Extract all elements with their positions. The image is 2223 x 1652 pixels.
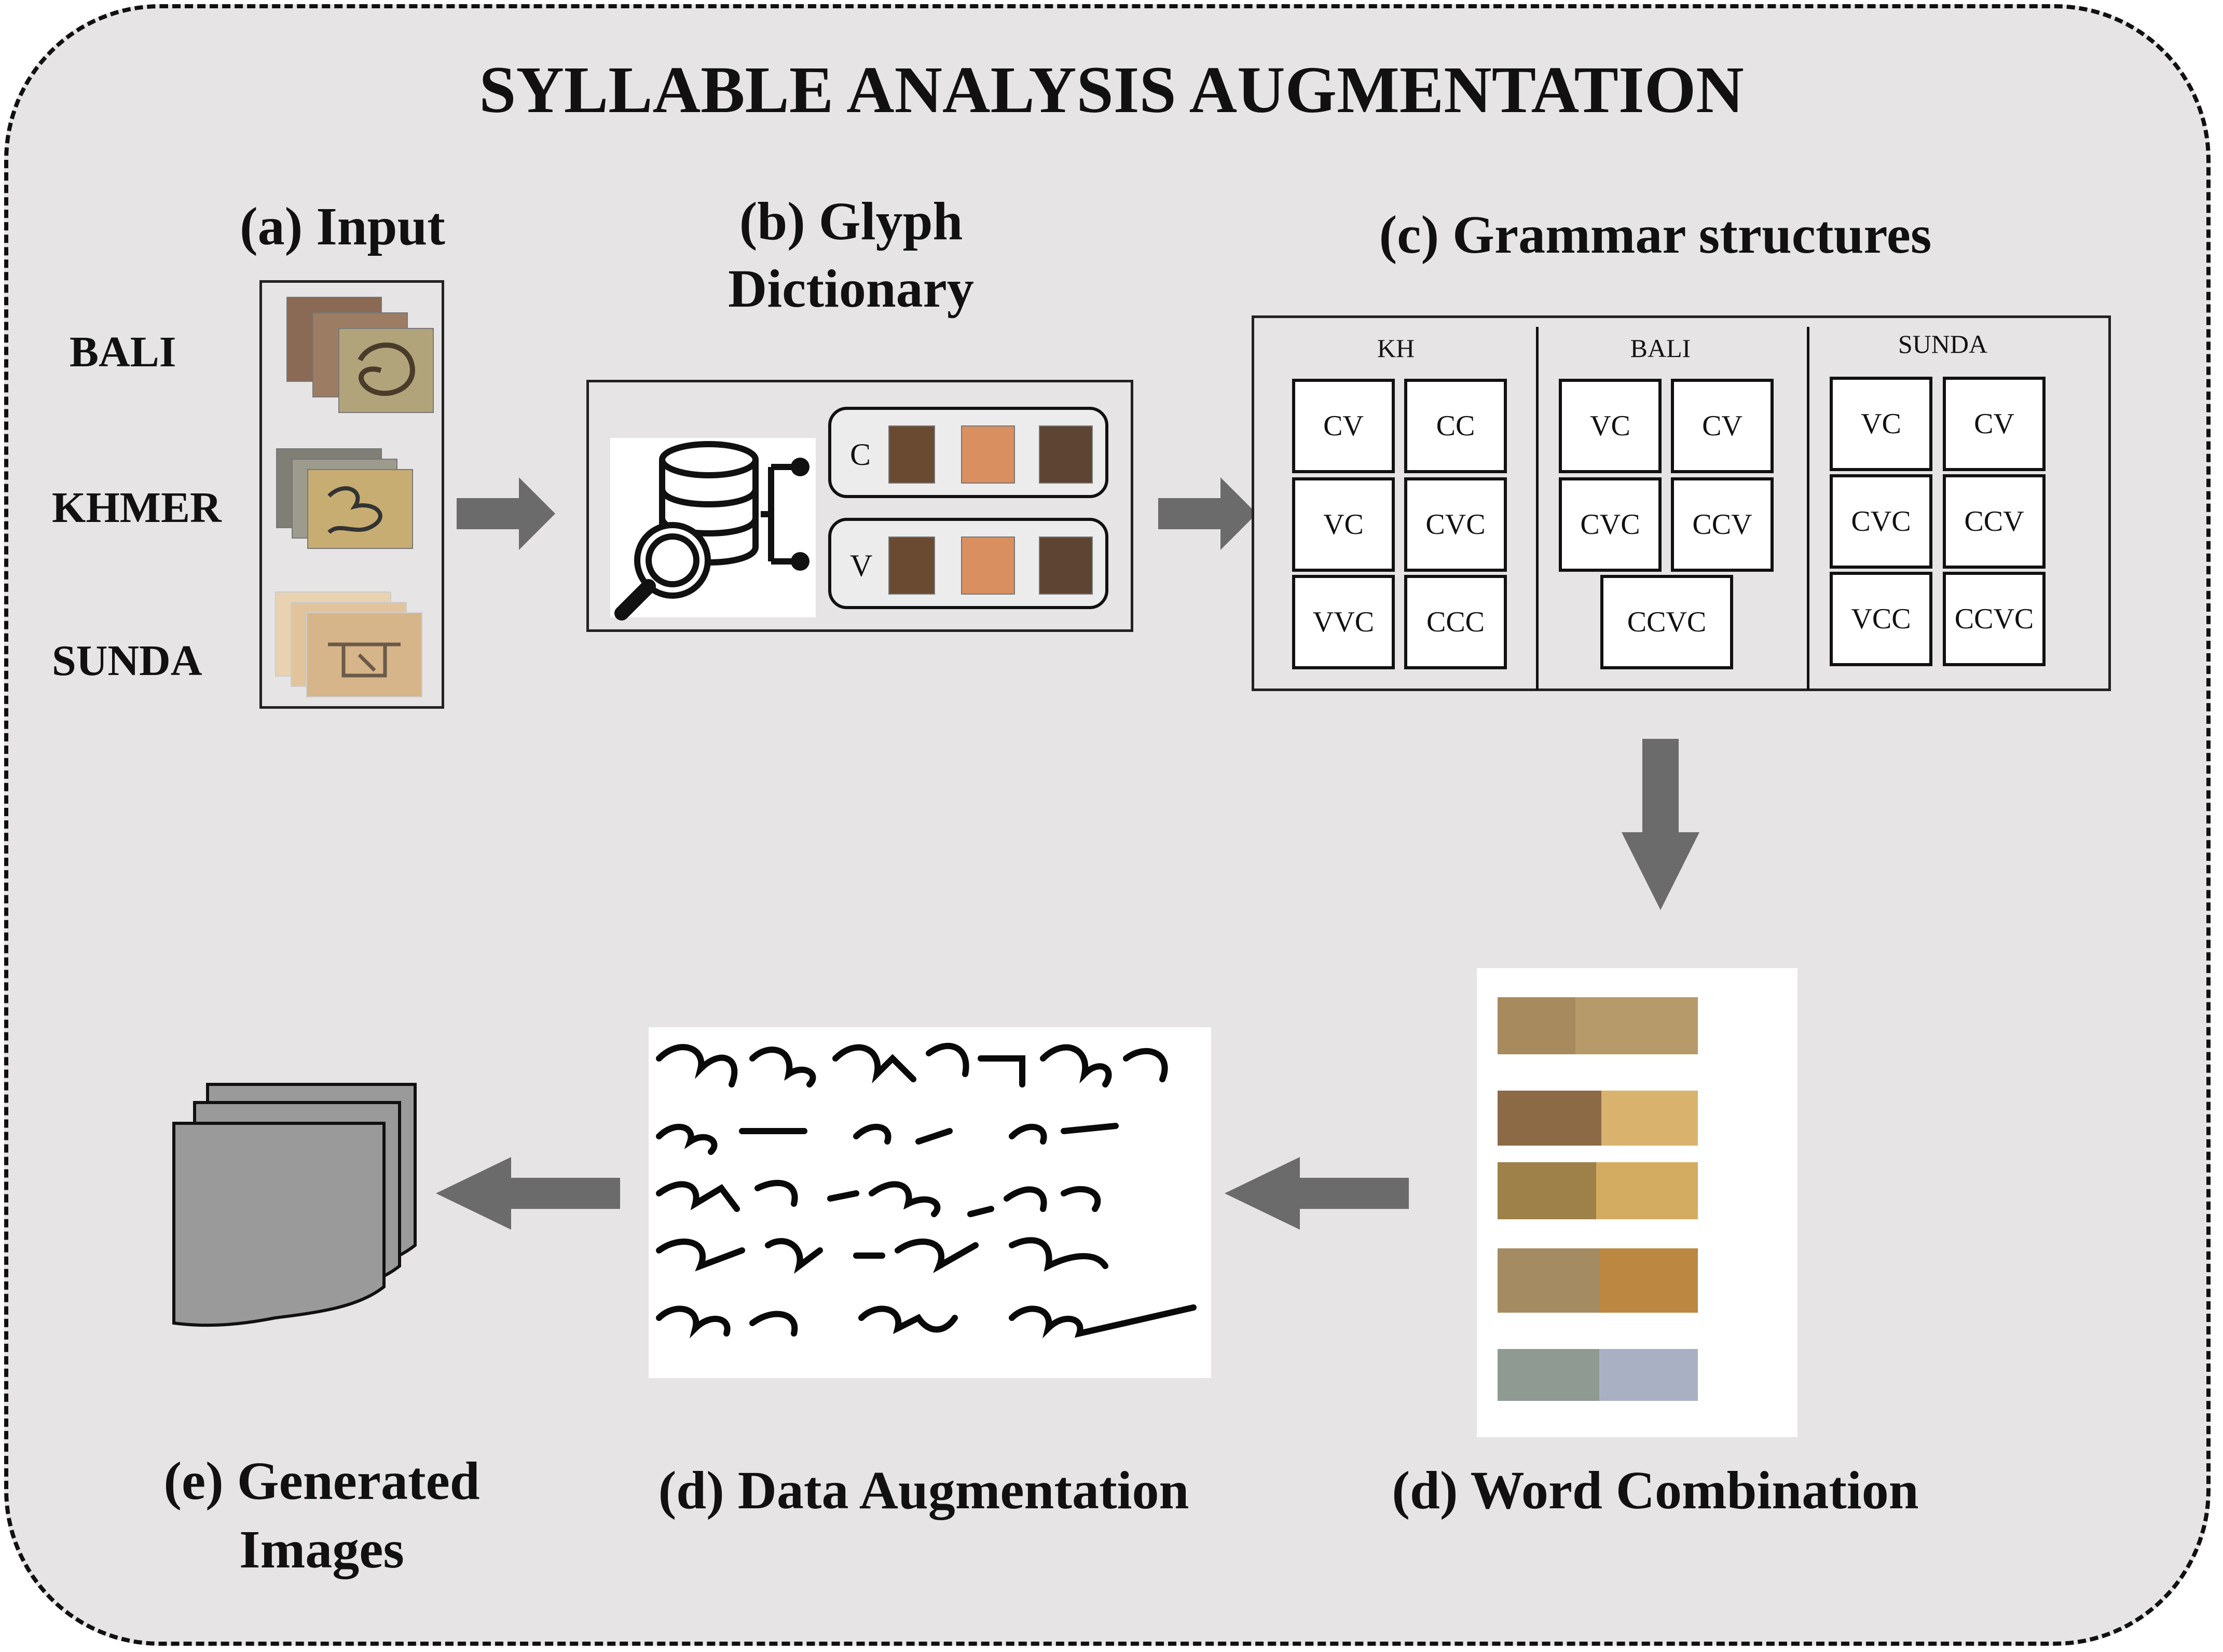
grammar-cell: CV [1671,379,1774,473]
khmer-image-stack [276,448,432,552]
arrow-left-icon [436,1157,620,1230]
sunda-sample-image [306,612,422,697]
word-image [1498,1162,1698,1219]
word-image [1498,1248,1698,1313]
bali-sample-image [338,328,434,413]
grammar-cell: CC [1404,379,1507,473]
word-combination-panel [1477,968,1797,1437]
grammar-cell: CCV [1671,477,1774,572]
stacked-pages-icon [172,1083,417,1327]
section-generated-heading-line2: Images [239,1520,404,1579]
section-glyph-heading-line2: Dictionary [728,259,974,319]
section-data-augmentation-heading: (d) Data Augmentation [658,1461,1189,1520]
vowel-glyph-image [888,536,935,595]
grammar-cell: VC [1292,477,1395,572]
consonant-glyph-image [961,425,1015,484]
glyph-row-consonant: C [828,407,1108,498]
word-image [1498,1091,1698,1146]
grammar-cell: VC [1830,377,1932,471]
arrow-left-icon [1225,1157,1409,1230]
grammar-cell: CV [1292,379,1395,473]
vowel-glyph-image [1039,536,1093,595]
input-label-bali: BALI [70,328,176,376]
diagram-title: SYLLABLE ANALYSIS AUGMENTATION [479,53,1744,127]
grammar-cell: VC [1559,379,1662,473]
khmer-sample-image [307,469,413,549]
grammar-cell: VVC [1292,575,1395,669]
grammar-cell: CVC [1559,477,1662,572]
grammar-cell: CCVC [1943,572,2046,666]
section-glyph-heading-line1: (b) Glyph [739,191,963,251]
bali-glyph-sketch [358,342,415,396]
grammar-divider [1807,327,1809,690]
data-augmentation-panel [649,1027,1211,1378]
input-label-khmer: KHMER [52,484,222,532]
section-word-combination-heading: (d) Word Combination [1392,1461,1919,1520]
sunda-glyph-sketch [328,642,401,678]
grammar-group-bali-title: BALI [1630,334,1691,363]
arrow-down-icon [1622,739,1699,910]
section-grammar-heading: (c) Grammar structures [1379,205,1932,265]
glyph-row-label: V [850,548,873,583]
section-generated-heading-line1: (e) Generated [163,1451,480,1511]
word-image [1498,997,1698,1054]
input-label-sunda: SUNDA [52,637,202,685]
augmented-word-samples [656,1042,1197,1339]
grammar-cell: CVC [1830,474,1932,569]
section-input-heading: (a) Input [240,197,445,256]
grammar-group-sunda-title: SUNDA [1898,329,1988,359]
vowel-glyph-image [961,536,1015,595]
glyph-row-vowel: V [828,518,1108,609]
grammar-cell: CCV [1943,474,2046,569]
grammar-cell: CCVC [1600,575,1733,669]
grammar-cell: CVC [1404,477,1507,572]
arrow-right-icon [1158,477,1257,550]
grammar-group-kh-title: KH [1377,334,1415,363]
word-image [1498,1349,1698,1401]
grammar-cell: CV [1943,377,2046,471]
grammar-cell: VCC [1830,572,1932,666]
bali-image-stack [286,297,437,421]
glyph-row-label: C [850,437,871,472]
grammar-cell: CCC [1404,575,1507,669]
consonant-glyph-image [888,425,935,484]
grammar-divider [1536,327,1539,690]
sunda-image-stack [275,591,441,700]
consonant-glyph-image [1039,425,1093,484]
khmer-glyph-sketch [327,486,382,534]
arrow-right-icon [457,477,555,550]
database-search-icon [610,438,816,621]
